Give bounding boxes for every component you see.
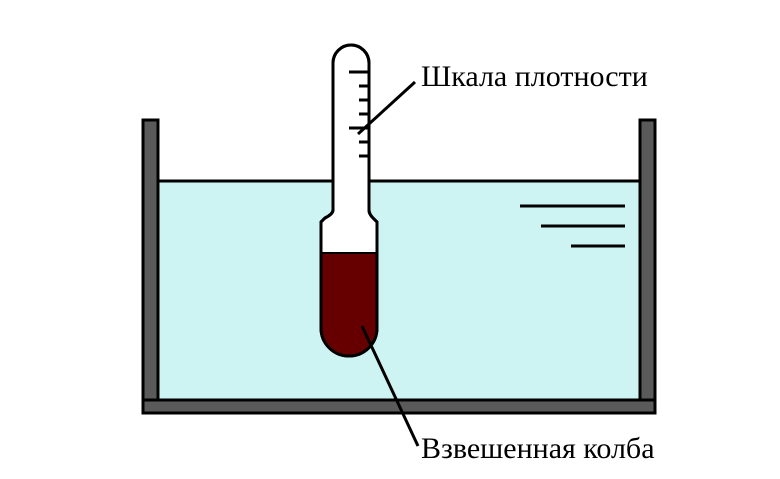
container-left-wall [141,118,160,415]
hydrometer [319,43,379,358]
bulb-leader-line [360,325,420,447]
surface-lines [520,204,625,248]
scale-label: Шкала плотности [421,60,648,93]
bulb-label: Взвешенная колба [421,432,655,465]
scale-leader-line [356,80,417,136]
liquid [156,179,642,404]
container-right-wall [638,118,657,415]
